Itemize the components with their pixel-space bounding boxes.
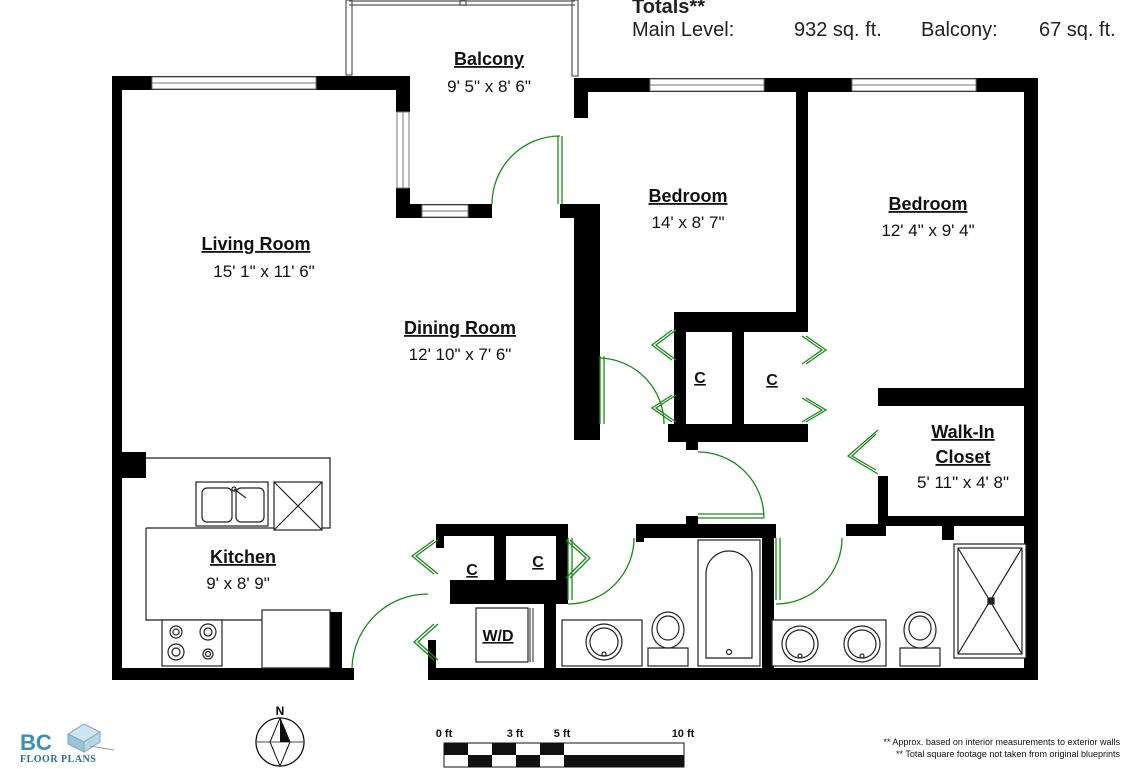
bedroom-2-dims: 12' 4" x 9' 4": [881, 221, 974, 240]
walk-in-label: Walk-In: [931, 422, 994, 442]
dining-room-dims: 12' 10" x 7' 6": [409, 345, 512, 364]
balcony-total-label: Balcony:: [921, 19, 998, 41]
totals-heading: Totals**: [632, 0, 705, 18]
balcony-railing: [345, 0, 579, 77]
dining-room-label: Dining Room: [404, 318, 516, 338]
kitchen-fixtures: [145, 457, 331, 669]
closet-c-2: C: [766, 372, 778, 389]
closet-c-4: C: [532, 554, 544, 571]
living-room-dims: 15' 1" x 11' 6": [213, 262, 314, 281]
living-room-label: Living Room: [202, 234, 311, 254]
logo-bc-text: BC: [20, 730, 52, 755]
scale-10ft: 10 ft: [672, 728, 695, 740]
balcony-dims: 9' 5" x 8' 6": [447, 77, 531, 96]
doors: [351, 135, 879, 669]
footnote-2: ** Total square footage not taken from o…: [896, 749, 1120, 759]
closet-label: Closet: [935, 447, 990, 467]
footnotes: ** Approx. based on interior measurement…: [883, 736, 1120, 760]
balcony-label: Balcony: [454, 49, 524, 69]
main-level-value: 932 sq. ft.: [794, 19, 882, 41]
north-compass: N: [255, 704, 305, 768]
scale-bar: 0 ft 3 ft 5 ft 10 ft: [436, 728, 695, 768]
room-labels: Balcony 9' 5" x 8' 6" Living Room 15' 1"…: [202, 49, 1009, 645]
totals-row: Main Level: 932 sq. ft. Balcony: 67 sq. ft.: [632, 19, 1116, 42]
logo-subtitle: FLOOR PLANS: [20, 754, 97, 765]
main-level-label: Main Level:: [632, 19, 735, 41]
washer-dryer-label: W/D: [482, 628, 513, 645]
closet-c-1: C: [694, 370, 706, 387]
footnote-1: ** Approx. based on interior measurement…: [883, 737, 1120, 747]
closet-c-3: C: [466, 562, 478, 579]
kitchen-dims: 9' x 8' 9": [206, 574, 270, 593]
scale-5ft: 5 ft: [554, 728, 571, 740]
bedroom-1-dims: 14' x 8' 7": [651, 213, 724, 232]
compass-north-label: N: [276, 704, 285, 718]
walk-in-dims: 5' 11" x 4' 8": [917, 473, 1009, 492]
windows: [151, 76, 977, 218]
balcony-total-value: 67 sq. ft.: [1039, 19, 1116, 41]
logo-cube-icon: [66, 723, 115, 753]
scale-3ft: 3 ft: [507, 728, 524, 740]
totals-panel: Totals** Main Level: 932 sq. ft. Balcony: 6…: [632, 0, 1116, 42]
bedroom-2-label: Bedroom: [888, 194, 967, 214]
kitchen-label: Kitchen: [210, 547, 276, 567]
bc-floor-plans-logo: BC FLOOR PLANS: [18, 716, 118, 768]
bedroom-1-label: Bedroom: [648, 186, 727, 206]
bathroom-fixtures: [561, 539, 1027, 667]
scale-0ft: 0 ft: [436, 728, 453, 740]
washer-dryer: [475, 607, 534, 663]
